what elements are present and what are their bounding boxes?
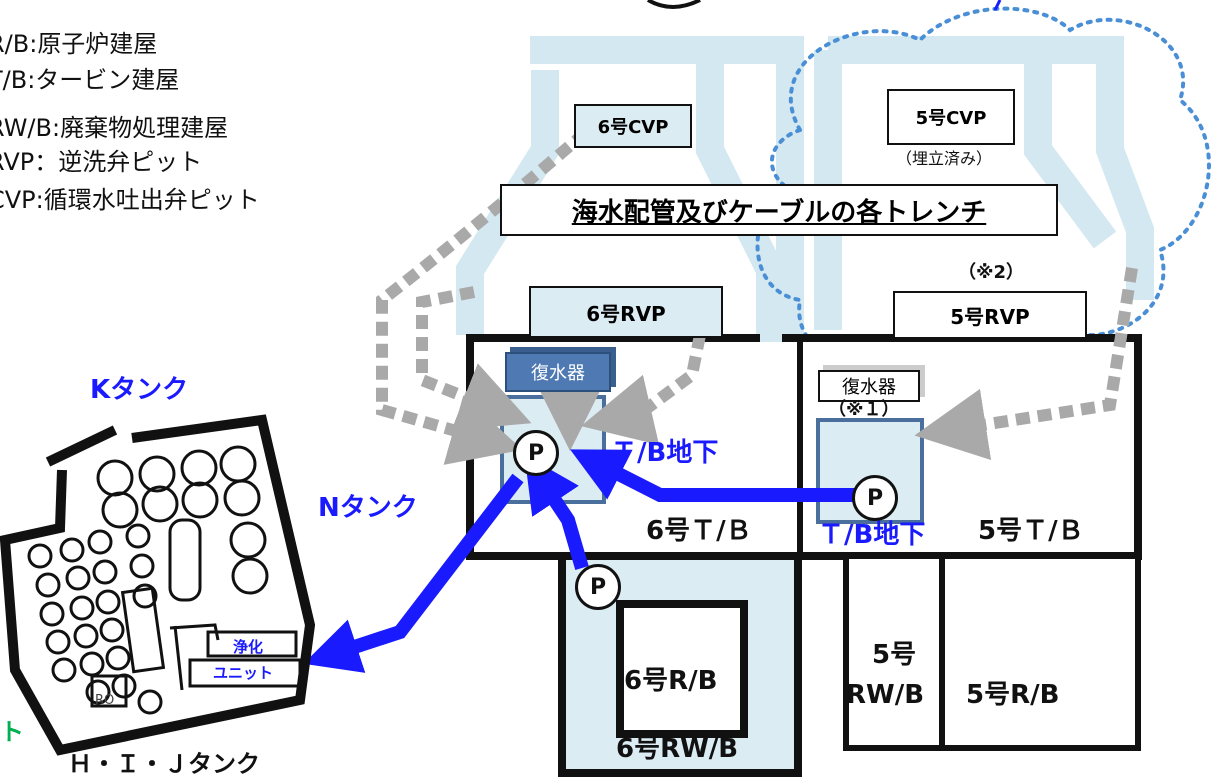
rwb5-label-2: RW/B: [846, 680, 925, 710]
purify-label-1: 浄化: [233, 638, 264, 656]
legend-cvp: CVP:循環水吐出弁ピット: [0, 186, 260, 214]
note-1: （※１）: [828, 399, 900, 420]
rb6-block: [616, 600, 748, 738]
pit5: [816, 418, 924, 524]
trench-label: 海水配管及びケーブルの各トレンチ: [500, 184, 1058, 236]
k-tank-label: Kタンク: [90, 375, 189, 405]
legend-tb: T/B:タービン建屋: [0, 66, 180, 94]
rb5-block: [939, 553, 1141, 751]
tb-underground-6: Ｔ/B地下: [611, 438, 719, 468]
buried-area-cloud: [755, 6, 1211, 377]
gray-flow-arrows: [376, 127, 1138, 465]
pump-6rwb: P: [575, 564, 621, 610]
ro-label: RO: [95, 693, 115, 708]
legend-rb: R/B:原子炉建屋: [0, 30, 158, 58]
top-oval-fragment: [646, 0, 701, 9]
rb6-label: 6号R/B: [624, 666, 718, 696]
tb5-label: 5号Ｔ/Ｂ: [978, 516, 1084, 546]
rvp5-box: 5号RVP: [893, 291, 1087, 339]
cvp5-box: 5号CVP: [887, 89, 1015, 145]
blue-flow-arrows: [303, 449, 855, 673]
tank-area: [0, 414, 316, 756]
pump-5tb: P: [852, 475, 898, 521]
cloud-arrow: [993, 0, 1002, 11]
note-2: （※2）: [958, 262, 1025, 283]
rb5-label: 5号R/B: [966, 680, 1060, 710]
rwb5-label-1: 5号: [872, 640, 917, 670]
condenser5: 復水器: [818, 370, 920, 402]
rwb5-block: [843, 553, 945, 751]
pump-6tb: P: [513, 430, 559, 476]
cvp6-box: 6号CVP: [574, 104, 692, 148]
purify-label-2: ユニット: [213, 664, 274, 682]
rvp6-box: 6号RVP: [529, 286, 723, 338]
hij-tank-label: Ｈ・Ｉ・Ｊタンク: [68, 750, 260, 778]
legend-rvp: RVP：逆洗弁ピット: [0, 148, 203, 176]
n-tank-label: Nタンク: [318, 493, 418, 523]
tb6-label: 6号Ｔ/Ｂ: [646, 516, 752, 546]
cvp5-note: （埋立済み）: [896, 149, 993, 168]
legend-rwb: RW/B:廃棄物処理建屋: [0, 114, 229, 142]
rwb6-label: 6号RW/B: [616, 734, 739, 764]
cut-green-text: ト: [0, 718, 24, 746]
condenser6: 復水器: [505, 352, 611, 392]
tb-underground-5: Ｔ/B地下: [818, 520, 926, 550]
